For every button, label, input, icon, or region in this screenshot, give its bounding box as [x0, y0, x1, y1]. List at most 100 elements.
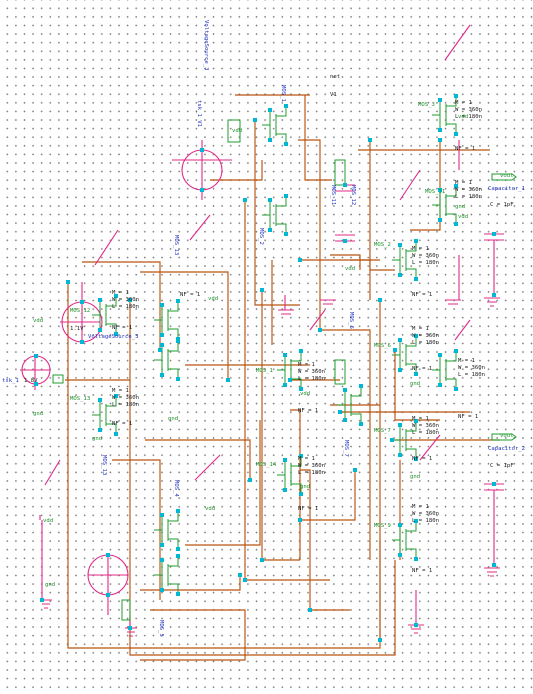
mos-transistor: [154, 301, 179, 339]
wire: [129, 300, 396, 656]
connection-pin: [238, 573, 242, 577]
param-w: W = 360n: [455, 187, 482, 193]
rotated-label: MOS_5: [158, 620, 164, 637]
param-m: M = 1: [412, 416, 429, 422]
wire: [322, 329, 371, 560]
mos-transistor: [432, 186, 457, 224]
vdd-label: vdd: [33, 318, 43, 324]
pin-box: [52, 374, 64, 384]
connection-pin: [393, 348, 397, 352]
param-l: L = 180n: [458, 372, 485, 378]
supply-line: [454, 319, 471, 341]
wire: [140, 609, 246, 661]
connection-pin: [398, 453, 402, 457]
wire: [394, 350, 440, 421]
param-m: M = 1: [112, 290, 129, 296]
connection-pin: [438, 383, 442, 387]
connection-pin: [160, 333, 164, 337]
connection-pin: [283, 383, 287, 387]
mos-transistor: [392, 521, 417, 559]
wire: [112, 459, 161, 600]
supply-line: [419, 434, 441, 461]
vdd-label: vdd: [300, 391, 310, 397]
mos-transistor: [154, 511, 179, 549]
connection-pin: [248, 478, 252, 482]
mos-transistor: [154, 341, 179, 379]
param-w: W = 360n: [458, 365, 485, 371]
mos-transistor: [392, 336, 417, 374]
connection-pin: [343, 183, 347, 187]
instance-label: MOS_7: [374, 428, 391, 434]
supply-line: [444, 24, 471, 61]
net-label: V1: [330, 92, 337, 98]
param-m: M = 1: [298, 362, 315, 368]
connection-pin: [284, 232, 288, 236]
connection-pin: [454, 387, 458, 391]
vdd-label: vdd: [232, 128, 242, 134]
connection-pin: [284, 194, 288, 198]
capacitor-symbol: [484, 483, 504, 565]
connection-pin: [106, 593, 110, 597]
param-w: W = 360n: [412, 333, 439, 339]
connection-pin: [176, 339, 180, 343]
wire: [300, 470, 356, 521]
connection-pin: [299, 387, 303, 391]
connection-pin: [368, 138, 372, 142]
wire: [300, 469, 350, 611]
connection-pin: [253, 118, 257, 122]
connection-pin: [176, 547, 180, 551]
connection-pin: [414, 239, 418, 243]
connection-pin: [160, 513, 164, 517]
connection-pin: [243, 198, 247, 202]
connection-pin: [114, 394, 118, 398]
connection-pin: [98, 398, 102, 402]
connection-pin: [438, 128, 442, 132]
mos-transistor: [337, 386, 362, 424]
connection-pin: [308, 608, 312, 612]
supply-line: [189, 214, 211, 241]
param-nf: NF = 1: [412, 366, 432, 372]
ground-symbol: [484, 297, 500, 307]
instance-label: MOS_6: [374, 343, 391, 349]
output-ports[interactable]: [491, 173, 517, 441]
connection-pin: [160, 588, 164, 592]
connection-pin: [80, 340, 84, 344]
source-value: 1.8V: [24, 378, 38, 384]
param-w: W = 360n: [298, 369, 325, 375]
connection-pin: [66, 280, 70, 284]
mos-transistor: [392, 421, 417, 459]
connection-pin: [454, 94, 458, 98]
gnd-label: gnd: [45, 582, 55, 588]
param-w: W = 360n: [455, 107, 482, 113]
param-nf: NF = 1: [180, 292, 200, 298]
connection-pin: [414, 372, 418, 376]
vdd-label: vdd: [458, 114, 468, 120]
rotated-label: MOS_6: [348, 312, 354, 329]
wire: [145, 439, 251, 480]
connection-pin: [454, 349, 458, 353]
connection-pin: [492, 482, 496, 486]
connection-pin: [298, 258, 302, 262]
output-port: [491, 433, 517, 441]
instance-label: MOS_13: [70, 396, 90, 402]
capacitor-label: Capacitor_1: [488, 186, 525, 192]
param-l: L = 180n: [298, 470, 325, 476]
connection-pin: [378, 298, 382, 302]
connection-pin: [438, 353, 442, 357]
mos-transistor: [432, 96, 457, 134]
source-label: VoltageSource_3: [88, 334, 139, 340]
ground-symbol: [278, 309, 294, 315]
supply-line: [88, 555, 128, 615]
pin-boxes: [52, 119, 346, 621]
connection-pin: [454, 184, 458, 188]
instance-label: MOS_2: [374, 242, 391, 248]
output-port: [491, 173, 517, 181]
rotated-label: MOS_7: [343, 440, 349, 457]
supply-line: [399, 169, 421, 201]
connection-pin: [176, 554, 180, 558]
capacitor-value: C = 1pF: [490, 463, 514, 469]
connection-pin: [114, 432, 118, 436]
param-nf: NF = 1: [298, 408, 318, 414]
